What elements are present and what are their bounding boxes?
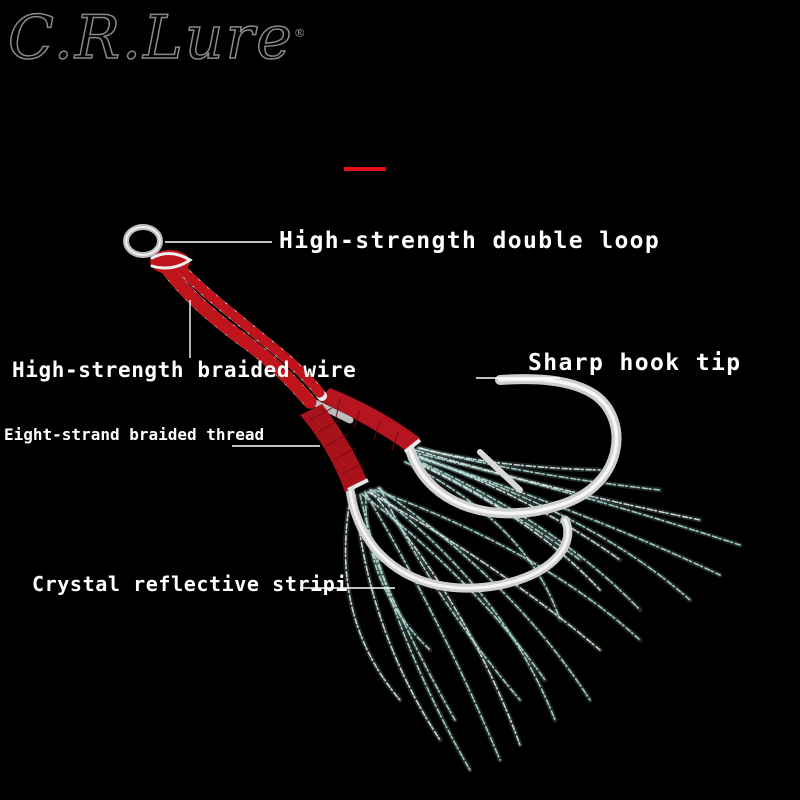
callout-lines bbox=[165, 241, 560, 589]
flash-strand bbox=[379, 487, 521, 701]
thread-wraps bbox=[300, 388, 422, 492]
flash-strand bbox=[419, 447, 601, 471]
flash-strand bbox=[409, 459, 601, 591]
flash-strand bbox=[374, 489, 641, 641]
label-reflective-strip: Crystal reflective stripi bbox=[32, 572, 349, 596]
label-hook-tip: Sharp hook tip bbox=[528, 350, 742, 376]
accent-bar bbox=[344, 167, 386, 171]
flash-strand bbox=[365, 493, 431, 651]
flash-strand bbox=[354, 494, 441, 741]
braided-wire bbox=[150, 250, 327, 409]
label-braided-wire: High-strength braided wire bbox=[12, 358, 357, 382]
flash-strand bbox=[364, 491, 501, 761]
flash-strand bbox=[361, 493, 546, 681]
brand-logo-text: C.R.Lure bbox=[7, 3, 294, 73]
flash-strand bbox=[414, 449, 701, 521]
flash-strand bbox=[371, 489, 556, 721]
flash-strand bbox=[404, 461, 561, 621]
label-double-loop: High-strength double loop bbox=[279, 228, 661, 254]
double-hooks bbox=[301, 374, 622, 593]
flash-strand bbox=[359, 494, 471, 771]
flash-strand bbox=[344, 499, 401, 701]
registered-mark: ® bbox=[293, 26, 308, 40]
flash-strand bbox=[367, 491, 601, 651]
flash-strand bbox=[413, 455, 721, 576]
label-braided-thread: Eight-strand braided thread bbox=[4, 425, 265, 444]
reflective-strands bbox=[343, 445, 743, 773]
double-loop-ring bbox=[123, 224, 163, 258]
brand-logo: C.R.Lure® bbox=[7, 7, 308, 69]
flash-strand bbox=[411, 457, 641, 611]
